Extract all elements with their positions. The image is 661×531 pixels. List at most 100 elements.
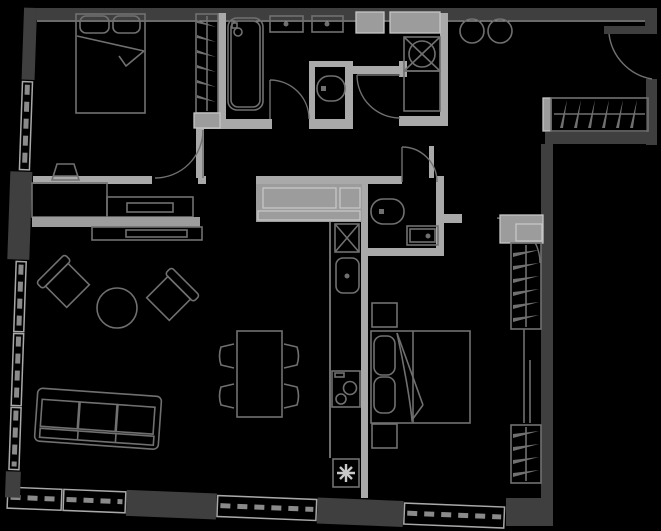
wall-pier — [316, 497, 404, 527]
hanger-icon — [513, 431, 539, 438]
sideboard-drawer — [125, 229, 188, 238]
wall-pier — [21, 7, 38, 80]
window — [18, 80, 34, 171]
faucet-icon — [344, 273, 350, 279]
bedroom1-east-wall — [196, 128, 204, 178]
door-arc — [608, 33, 653, 80]
hanger-icon — [513, 470, 539, 477]
bathroom1-door — [269, 79, 310, 120]
dresser-stool — [50, 163, 81, 181]
armchair-back — [36, 254, 71, 289]
bed-outline — [75, 13, 146, 114]
cooktop-controls — [334, 372, 345, 378]
window-glazing — [11, 410, 19, 467]
blanket-fold-flap — [396, 332, 424, 423]
faucet-icon — [283, 21, 289, 27]
bedroom2-wardrobe-upper — [510, 242, 542, 330]
hanger-icon — [197, 20, 216, 27]
sink — [311, 15, 344, 33]
desk-top — [31, 182, 108, 218]
utility-room — [355, 11, 441, 112]
hanger-icon — [630, 100, 637, 128]
bathroom2-door — [401, 146, 438, 183]
hanger-icon — [602, 100, 609, 128]
counter-cabinet — [355, 11, 385, 34]
sofa-outline — [33, 387, 163, 450]
bed-outline — [370, 330, 471, 424]
upper-cabinet — [262, 187, 337, 209]
faucet-icon — [425, 233, 431, 239]
wc-top-wall — [309, 61, 353, 67]
bedroom2-north-wall-stub — [444, 214, 462, 223]
round-coffee-table — [96, 287, 138, 329]
bottom-right-corner-block — [506, 498, 553, 526]
wall-pier — [4, 471, 21, 498]
appliance-box — [334, 223, 360, 253]
lower-cabinet — [403, 70, 441, 112]
closet-shelf-inner — [515, 223, 543, 242]
burner-icon — [335, 393, 347, 405]
armchair — [36, 254, 91, 309]
utility-east-wall — [440, 13, 448, 126]
toilet-flush-icon — [321, 86, 326, 91]
window-glazing — [13, 336, 22, 403]
washer-drum-icon — [408, 40, 436, 68]
window-glazing — [220, 503, 314, 512]
entry-notch-wall — [604, 26, 657, 34]
pillow — [373, 335, 396, 376]
closet-cap — [542, 97, 552, 132]
door-arc — [401, 146, 438, 183]
hanger-icon — [513, 302, 539, 309]
wall-pier — [7, 171, 33, 260]
bathroom2-north-wall — [362, 176, 402, 184]
dining-chair — [218, 343, 235, 369]
top-wall — [30, 8, 657, 20]
left-wall — [4, 7, 38, 498]
wardrobe-cap — [193, 112, 221, 129]
counter-block — [256, 184, 362, 222]
sofa-cushion — [39, 398, 80, 430]
cooktop — [331, 370, 361, 408]
bedroom-1 — [50, 13, 221, 181]
bathroom-1 — [227, 15, 346, 111]
round-appliance-icon — [459, 18, 485, 44]
nook-top-wall — [352, 66, 400, 74]
stool-outline — [50, 163, 81, 181]
sofa-cushion — [115, 403, 156, 435]
interior-walls — [33, 13, 462, 498]
wc-partition — [309, 61, 315, 129]
bedroom2-closet-shelf — [499, 214, 544, 244]
dining-chair — [283, 343, 300, 369]
bathtub-inner — [230, 20, 261, 108]
shower-valve-icon — [231, 22, 238, 29]
bedroom2-wardrobe-lower — [510, 424, 542, 484]
sofa-cushion — [77, 401, 118, 433]
door-post — [198, 176, 206, 184]
utility-west-wall-stub — [399, 61, 407, 77]
window-glazing — [407, 510, 502, 520]
desk-side — [106, 196, 194, 218]
entry-hall — [459, 18, 649, 132]
star-fixture — [332, 458, 360, 488]
hanger-icon — [513, 263, 539, 270]
entry-door — [608, 33, 653, 80]
shower-head-icon — [233, 27, 243, 37]
window-glazing — [22, 84, 30, 167]
appliance-x-box — [334, 223, 360, 253]
upper-cabinet — [339, 187, 361, 209]
star-box — [332, 458, 360, 488]
sink-basin — [335, 257, 360, 294]
bottom-wall — [6, 486, 506, 529]
cooktop-box — [331, 370, 361, 408]
toilet — [370, 198, 405, 225]
window — [6, 486, 63, 512]
bathroom-2 — [370, 198, 439, 246]
star-icon — [339, 466, 353, 480]
window — [8, 406, 22, 471]
window — [216, 494, 318, 522]
counter-cabinet — [389, 11, 441, 34]
armchair-seat — [145, 275, 192, 322]
door-arc — [154, 129, 204, 179]
right-wall — [541, 144, 553, 498]
